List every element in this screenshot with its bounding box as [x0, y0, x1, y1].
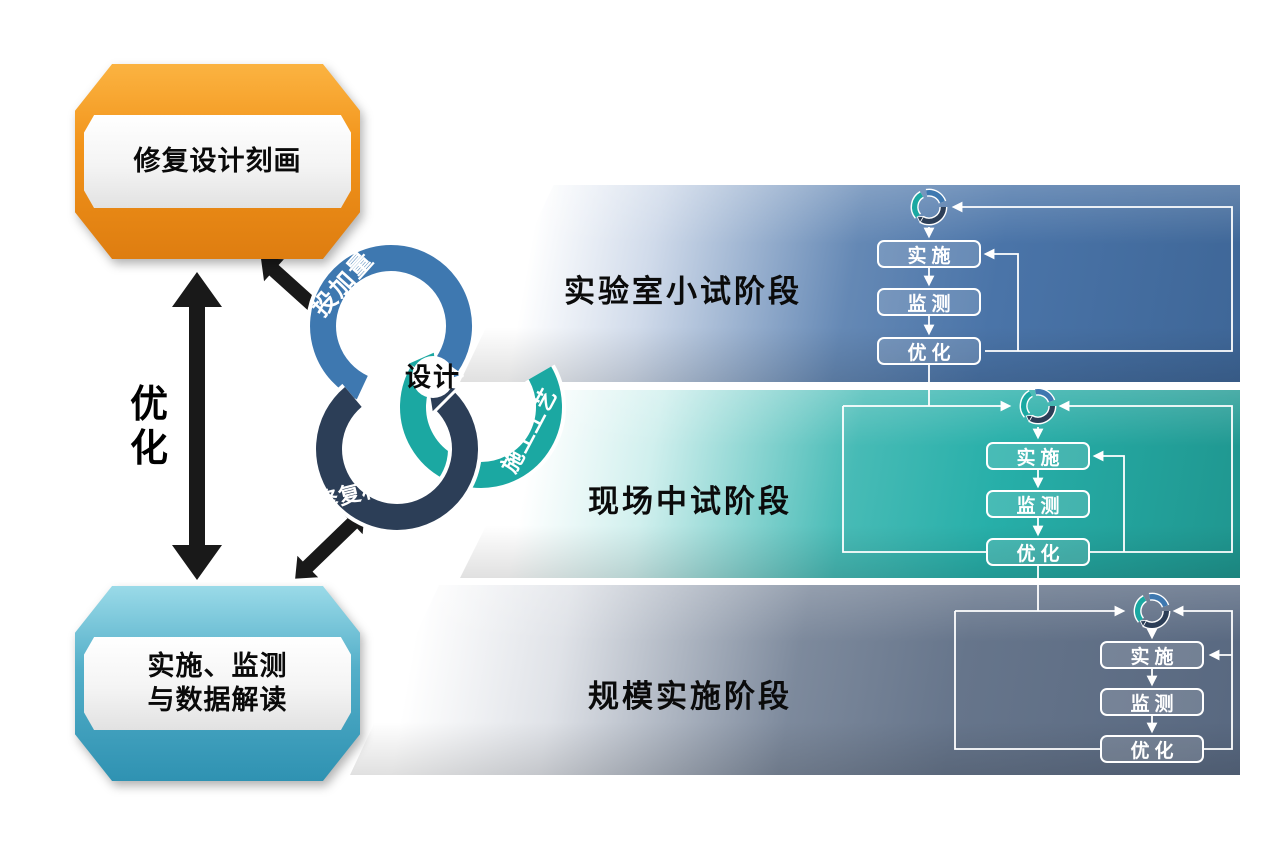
bottom-hexagon: 实施、监测 与数据解读: [75, 586, 360, 781]
repair-material-label: 修复材料: [313, 468, 409, 515]
stage-title-lab-test: 实验室小试阶段: [564, 274, 802, 309]
optimize-label: 优化: [129, 384, 168, 470]
design-center-disc: [412, 356, 454, 398]
design-center-label: 设计: [405, 362, 461, 392]
dosage-ring: [310, 244, 473, 400]
step-box-optimize: 优化: [877, 337, 981, 365]
bottom-diagonal-double-arrow: [292, 509, 368, 581]
step-box-monitor: 监测: [877, 288, 981, 316]
stage-title-pilot-test: 现场中试阶段: [588, 484, 792, 519]
top-hexagon: 修复设计刻画: [75, 64, 360, 259]
step-box-implement: 实施: [986, 442, 1090, 470]
stage-band-pilot-test: [460, 390, 1240, 578]
construction-process-arrowhead: [404, 349, 441, 384]
bottom-hexagon-label-line2: 与数据解读: [147, 684, 288, 715]
bottom-hexagon-panel: 实施、监测 与数据解读: [83, 636, 352, 731]
step-box-optimize: 优化: [986, 538, 1090, 566]
repair-material-arrowhead: [425, 381, 460, 416]
step-box-implement: 实施: [877, 240, 981, 268]
step-box-optimize: 优化: [1100, 735, 1204, 763]
optimize-double-arrow: [172, 272, 222, 580]
bottom-hexagon-label-line1: 实施、监测: [147, 650, 288, 681]
top-hexagon-panel: 修复设计刻画: [83, 114, 352, 209]
step-box-monitor: 监测: [986, 490, 1090, 518]
dosage-ring-arrowhead: [429, 352, 464, 388]
step-box-implement: 实施: [1100, 641, 1204, 669]
stage-title-full-scale: 规模实施阶段: [588, 679, 792, 714]
repair-material-ring: [316, 386, 479, 530]
step-box-monitor: 监测: [1100, 688, 1204, 716]
top-hexagon-label: 修复设计刻画: [133, 145, 302, 176]
